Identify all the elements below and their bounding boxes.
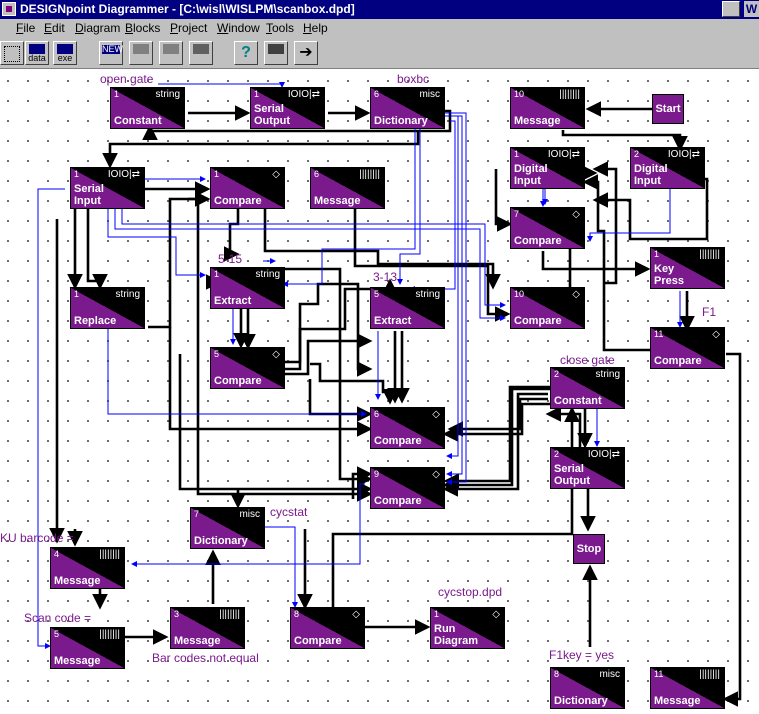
label-f1: F1	[702, 305, 717, 319]
window-control-button[interactable]	[722, 1, 740, 17]
menu-edit[interactable]: Edit	[44, 21, 65, 35]
stop-terminal[interactable]: Stop	[573, 534, 605, 564]
message-block-3[interactable]: 3||||||||Message	[170, 607, 245, 649]
serial-icon: IOIO|⇄	[287, 89, 320, 100]
compare-block-5[interactable]: 5◇Compare	[210, 347, 285, 389]
menu-blocks[interactable]: Blocks	[125, 21, 161, 35]
data-icon	[29, 44, 45, 54]
start-terminal[interactable]: Start	[652, 94, 684, 124]
menu-diagram[interactable]: Diagram	[75, 21, 121, 35]
compare-icon: ◇	[432, 469, 440, 480]
compare-block-6[interactable]: 6◇Compare	[370, 407, 445, 449]
window-button[interactable]	[159, 41, 183, 65]
select-tool-button[interactable]	[0, 41, 24, 65]
label-f1key: F1key = yes	[549, 648, 615, 662]
menu-bar: File Edit Diagram Blocks Project Window …	[0, 19, 759, 38]
print-icon	[193, 44, 209, 54]
arrow-right-icon: ➔	[299, 44, 313, 61]
barcode-icon: ||||||||	[699, 249, 720, 260]
compare-icon: ◇	[572, 209, 580, 220]
compare-icon: ◇	[272, 169, 280, 180]
menu-project[interactable]: Project	[170, 21, 208, 35]
message-block-11[interactable]: 11||||||||Message	[650, 667, 725, 709]
exe-button[interactable]: exe	[53, 41, 77, 65]
compare-icon: ◇	[712, 329, 720, 340]
label-bar-codes-not-equal: Bar codes not equal	[152, 651, 259, 665]
label-close-gate: close gate	[560, 353, 615, 367]
message-block-4[interactable]: 4||||||||Message	[50, 547, 125, 589]
serial-icon: IOIO|⇄	[547, 149, 580, 160]
menu-help[interactable]: Help	[303, 21, 328, 35]
label-boxbc: boxbc	[397, 72, 430, 86]
compare-block-9[interactable]: 9◇Compare	[370, 467, 445, 509]
block-tool-button[interactable]	[264, 41, 288, 65]
compare-icon: ◇	[272, 349, 280, 360]
message-block-10[interactable]: 10||||||||Message	[510, 87, 585, 129]
app-icon[interactable]	[2, 2, 16, 16]
key-press-block[interactable]: 1||||||||Key Press	[650, 247, 725, 289]
menu-tools[interactable]: Tools	[266, 21, 295, 35]
title-bar: DESIGNpoint Diagrammer - [C:\wisl\WISLPM…	[0, 0, 759, 19]
barcode-icon: ||||||||	[699, 669, 720, 680]
black-wires	[49, 101, 742, 707]
window-title: DESIGNpoint Diagrammer - [C:\wisl\WISLPM…	[20, 2, 355, 16]
open-button[interactable]	[129, 41, 153, 65]
compare-block-7[interactable]: 7◇Compare	[510, 207, 585, 249]
block-tool-icon	[268, 44, 284, 54]
compare-icon: ◇	[432, 409, 440, 420]
compare-block-11[interactable]: 11◇Compare	[650, 327, 725, 369]
barcode-icon: ||||||||	[99, 549, 120, 560]
compare-block-8[interactable]: 8◇Compare	[290, 607, 365, 649]
barcode-icon: ||||||||	[219, 609, 240, 620]
serial-icon: IOIO|⇄	[587, 449, 620, 460]
label-3-13: 3-13	[373, 270, 398, 284]
second-window-icon[interactable]: W	[744, 1, 759, 17]
toolbar: data exe NEW ? ➔	[0, 38, 759, 69]
label-cycstop: cycstop.dpd	[438, 585, 503, 599]
message-block-6[interactable]: 6||||||||Message	[310, 167, 385, 209]
barcode-icon: ||||||||	[359, 169, 380, 180]
compare-block-1[interactable]: 1◇Compare	[210, 167, 285, 209]
blue-wires	[37, 82, 683, 649]
data-button[interactable]: data	[25, 41, 49, 65]
compare-icon: ◇	[572, 289, 580, 300]
compare-icon: ◇	[352, 609, 360, 620]
serial-icon: IOIO|⇄	[667, 149, 700, 160]
new-button[interactable]: NEW	[99, 41, 123, 65]
exe-icon	[57, 44, 73, 54]
barcode-icon: ||||||||	[99, 629, 120, 640]
label-open-gate: open gate	[100, 72, 154, 86]
help-button[interactable]: ?	[234, 41, 258, 65]
menu-file[interactable]: File	[16, 21, 36, 35]
barcode-icon: ||||||||	[559, 89, 580, 100]
label-5-15: 5-15	[218, 252, 243, 266]
run-icon: ◇	[492, 609, 500, 620]
compare-block-10[interactable]: 10◇Compare	[510, 287, 585, 329]
serial-icon: IOIO|⇄	[107, 169, 140, 180]
print-button[interactable]	[189, 41, 213, 65]
menu-window[interactable]: Window	[217, 21, 260, 35]
label-cycstat: cycstat	[270, 505, 308, 519]
message-block-5[interactable]: 5||||||||Message	[50, 627, 125, 669]
window-icon	[163, 44, 179, 54]
label-ku-barcode: KU barcode =	[0, 531, 74, 545]
run-diagram-block[interactable]: 1◇Run Diagram	[430, 607, 505, 649]
label-scan-code: Scan code =	[24, 611, 92, 625]
arrow-button[interactable]: ➔	[294, 41, 318, 65]
open-icon	[133, 44, 149, 54]
